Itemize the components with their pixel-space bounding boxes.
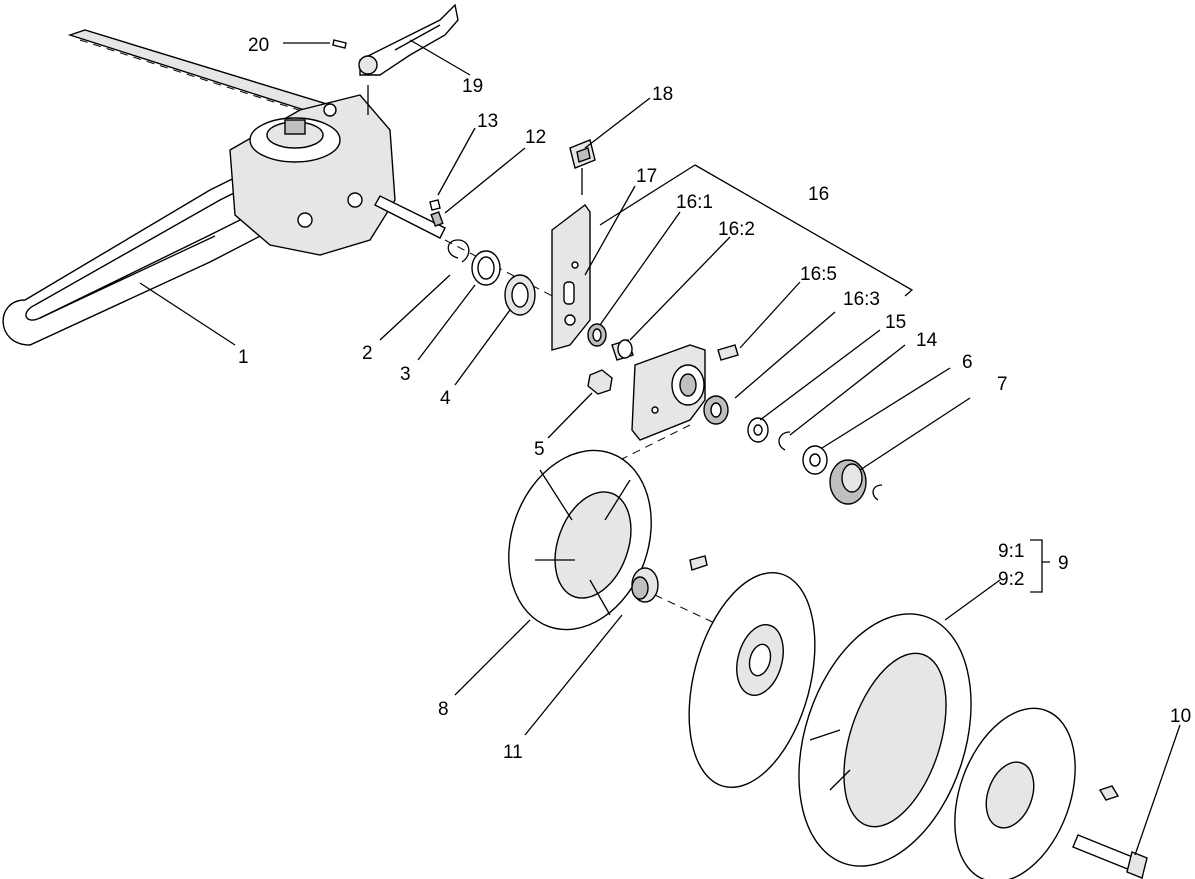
callout-1: 1 [238,347,249,368]
part-16-2-spacer [611,339,634,361]
part-10-bolt [1072,834,1148,879]
callout-20: 20 [248,35,269,56]
callout-11: 11 [503,742,523,763]
callout-16-5: 16:5 [800,264,837,285]
leader-lines [139,39,1181,856]
part-9-wheel-hub [688,555,816,789]
callout-4: 4 [440,388,451,409]
callout-18: 18 [652,84,673,105]
callout-19: 19 [462,76,483,97]
callout-labels: 20 19 13 12 18 17 16 16:1 16:2 16:5 16:3… [238,35,1191,763]
part-6-washer [802,445,828,475]
part-16-1-bearing [587,323,607,347]
part-13-key [429,199,441,211]
transmission-gearbox [229,85,396,256]
part-15-washer [747,417,769,443]
callout-12: 12 [525,127,546,148]
callout-14: 14 [916,330,938,351]
callout-13: 13 [477,111,498,132]
part-4-bushing [504,274,536,316]
callout-16: 16 [808,184,829,205]
callout-3: 3 [400,364,411,385]
part-19-shift-lever [358,3,459,76]
part-2-retaining-ring [447,239,470,263]
callout-10: 10 [1170,706,1191,727]
callout-5: 5 [534,439,545,460]
callout-8: 8 [438,699,449,720]
callout-17: 17 [636,166,657,187]
callout-6: 6 [962,352,973,373]
callout-15: 15 [885,312,906,333]
part-14-clip [778,431,791,451]
part-12-spring-pin [430,211,444,227]
part-7-gear [829,459,883,505]
callout-7: 7 [997,374,1008,395]
part-10-hubcap [954,707,1120,879]
callout-9-2: 9:2 [998,569,1024,590]
part-17-plate [551,204,591,351]
part-8-wheel-cover [508,449,652,631]
part-16-5-bolt [717,344,739,361]
part-16-3-washer [703,395,729,425]
part-5-nut [587,369,613,395]
callout-9: 9 [1058,553,1069,574]
axle-shaft [374,195,561,301]
callout-16-3: 16:3 [843,289,880,310]
callout-9-1: 9:1 [998,541,1024,562]
callout-16-2: 16:2 [718,219,755,240]
part-9-tire [798,613,972,867]
part-18-clip [569,139,596,195]
part-20-pin [332,39,347,49]
part-3-washer [471,250,501,286]
part-16-housing [599,344,706,471]
callout-16-1: 16:1 [676,192,713,213]
part-11-bushing [631,567,741,636]
callout-2: 2 [362,343,373,364]
